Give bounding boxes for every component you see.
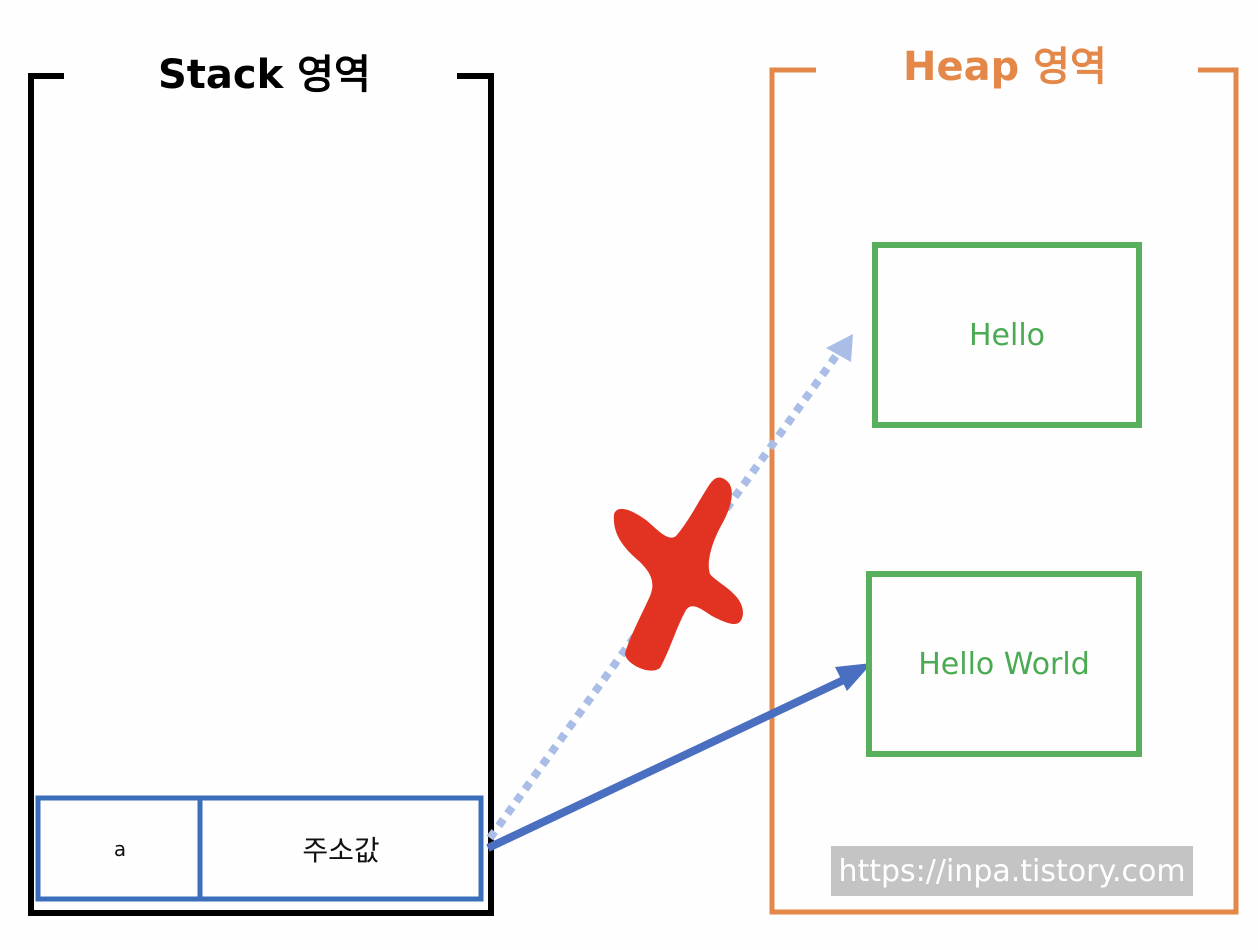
watermark: https://inpa.tistory.com xyxy=(831,846,1193,896)
stack-variable-value: 주소값 xyxy=(302,834,380,867)
heap-object-label: Hello xyxy=(968,317,1046,353)
stack-variable-name: a xyxy=(113,837,127,861)
new-reference-arrowhead xyxy=(835,663,872,691)
heap-object-label: Hello World xyxy=(918,646,1090,682)
heap-container xyxy=(769,67,1239,915)
heap-object-hello: Hello xyxy=(872,242,1142,428)
stack-title: Stack 영역 xyxy=(158,52,371,98)
cross-mark-icon xyxy=(613,477,744,671)
heap-title: Heap 영역 xyxy=(903,44,1107,90)
old-reference-arrowhead xyxy=(826,334,853,362)
heap-object-hello-world: Hello World xyxy=(866,571,1142,757)
new-reference-arrow xyxy=(486,673,852,852)
stack-variable-box xyxy=(35,795,484,902)
stack-container xyxy=(28,73,494,916)
